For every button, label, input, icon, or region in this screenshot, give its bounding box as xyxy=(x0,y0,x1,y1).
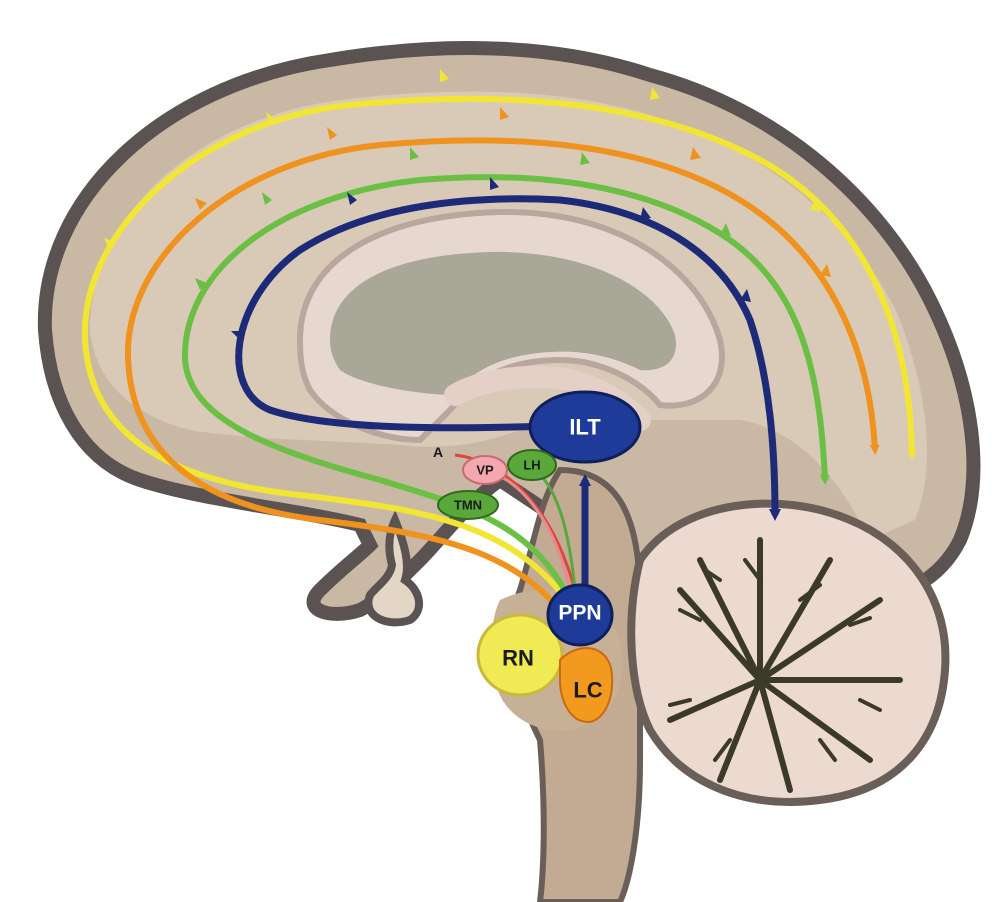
ppn-nucleus xyxy=(546,583,614,647)
ppn-label: PPN xyxy=(558,602,601,625)
lc-nucleus xyxy=(559,647,614,724)
lh-label: LH xyxy=(523,458,540,473)
green-pathway xyxy=(181,174,830,602)
rn-nucleus xyxy=(476,613,564,697)
cerebellum xyxy=(627,499,950,806)
tmn-nucleus xyxy=(437,490,499,520)
lh-nucleus xyxy=(507,449,557,481)
lateral-ventricle xyxy=(330,251,676,395)
ilt-nucleus xyxy=(528,390,642,464)
orange-pathway xyxy=(124,137,880,642)
tmn-label: TMN xyxy=(454,498,482,513)
rn-label: RN xyxy=(502,646,534,671)
lc-label: LC xyxy=(573,678,602,703)
yellow-pathway xyxy=(81,95,917,622)
a-label: A xyxy=(433,444,443,460)
vp-label: VP xyxy=(476,463,494,478)
pathway-arrowheads xyxy=(104,69,831,340)
arbor-vitae xyxy=(667,537,903,793)
vp-nucleus xyxy=(462,455,508,485)
pituitary xyxy=(364,509,423,627)
ilt-label: ILT xyxy=(569,415,601,440)
